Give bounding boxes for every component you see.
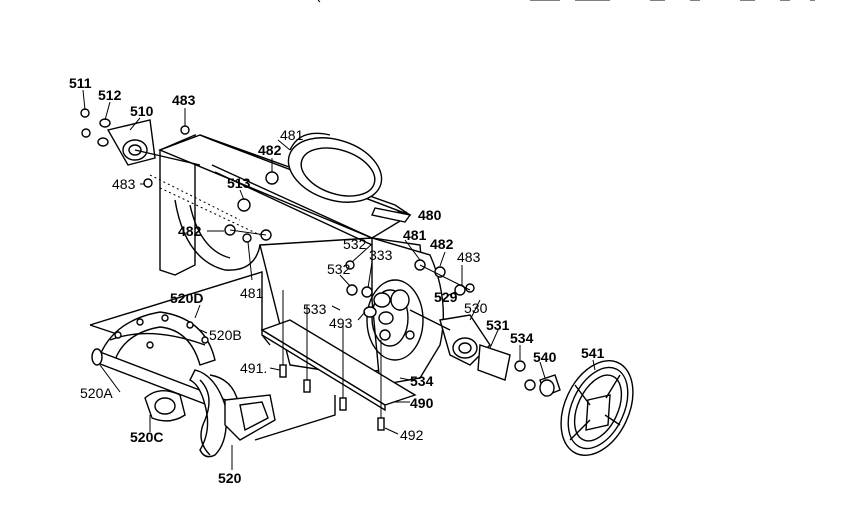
auger-housing [149, 132, 444, 386]
part-labels: 511 512 510 483 481 482 483 513 480 482 … [69, 75, 605, 486]
label-482-top: 482 [258, 142, 282, 158]
label-512: 512 [98, 87, 122, 103]
label-510: 510 [130, 103, 154, 119]
label-520A: 520A [80, 385, 113, 401]
label-481-right: 481 [403, 227, 427, 243]
label-483-top: 483 [172, 92, 196, 108]
top-edge-marks [317, 0, 815, 3]
label-481-left: 481 [240, 285, 264, 301]
right-bearing-bracket [409, 309, 536, 391]
label-531: 531 [486, 317, 510, 333]
label-534-right: 534 [510, 330, 534, 346]
label-530: 530 [464, 300, 488, 316]
label-532-mid: 532 [327, 261, 351, 277]
label-511: 511 [69, 75, 92, 91]
label-520D: 520D [170, 290, 203, 306]
spacer [539, 374, 561, 397]
label-333: 333 [369, 247, 393, 263]
label-513: 513 [227, 175, 251, 191]
label-491: 491. [240, 360, 267, 376]
label-482-right: 482 [430, 236, 454, 252]
scraper-bar [260, 319, 417, 412]
label-540: 540 [533, 349, 557, 365]
label-483-left: 483 [112, 176, 136, 192]
leader-lines [82, 89, 596, 470]
pulley [560, 360, 634, 456]
label-482-left: 482 [178, 223, 202, 239]
center-hardware [224, 171, 279, 243]
label-533: 533 [303, 301, 327, 317]
bolts [279, 290, 385, 431]
label-481-top: 481 [280, 127, 304, 143]
label-541: 541 [581, 345, 605, 361]
label-493: 493 [329, 315, 353, 331]
label-520C: 520C [130, 429, 163, 445]
label-483-right: 483 [457, 249, 481, 265]
label-492: 492 [400, 427, 424, 443]
auger-assembly [91, 311, 276, 458]
label-520B: 520B [209, 327, 242, 343]
label-529: 529 [434, 289, 458, 305]
label-480: 480 [418, 207, 442, 223]
label-490: 490 [410, 395, 434, 411]
right-hardware [345, 259, 475, 325]
label-520: 520 [218, 470, 242, 486]
label-534-bottom: 534 [410, 373, 434, 389]
label-532-top: 532 [343, 236, 367, 252]
